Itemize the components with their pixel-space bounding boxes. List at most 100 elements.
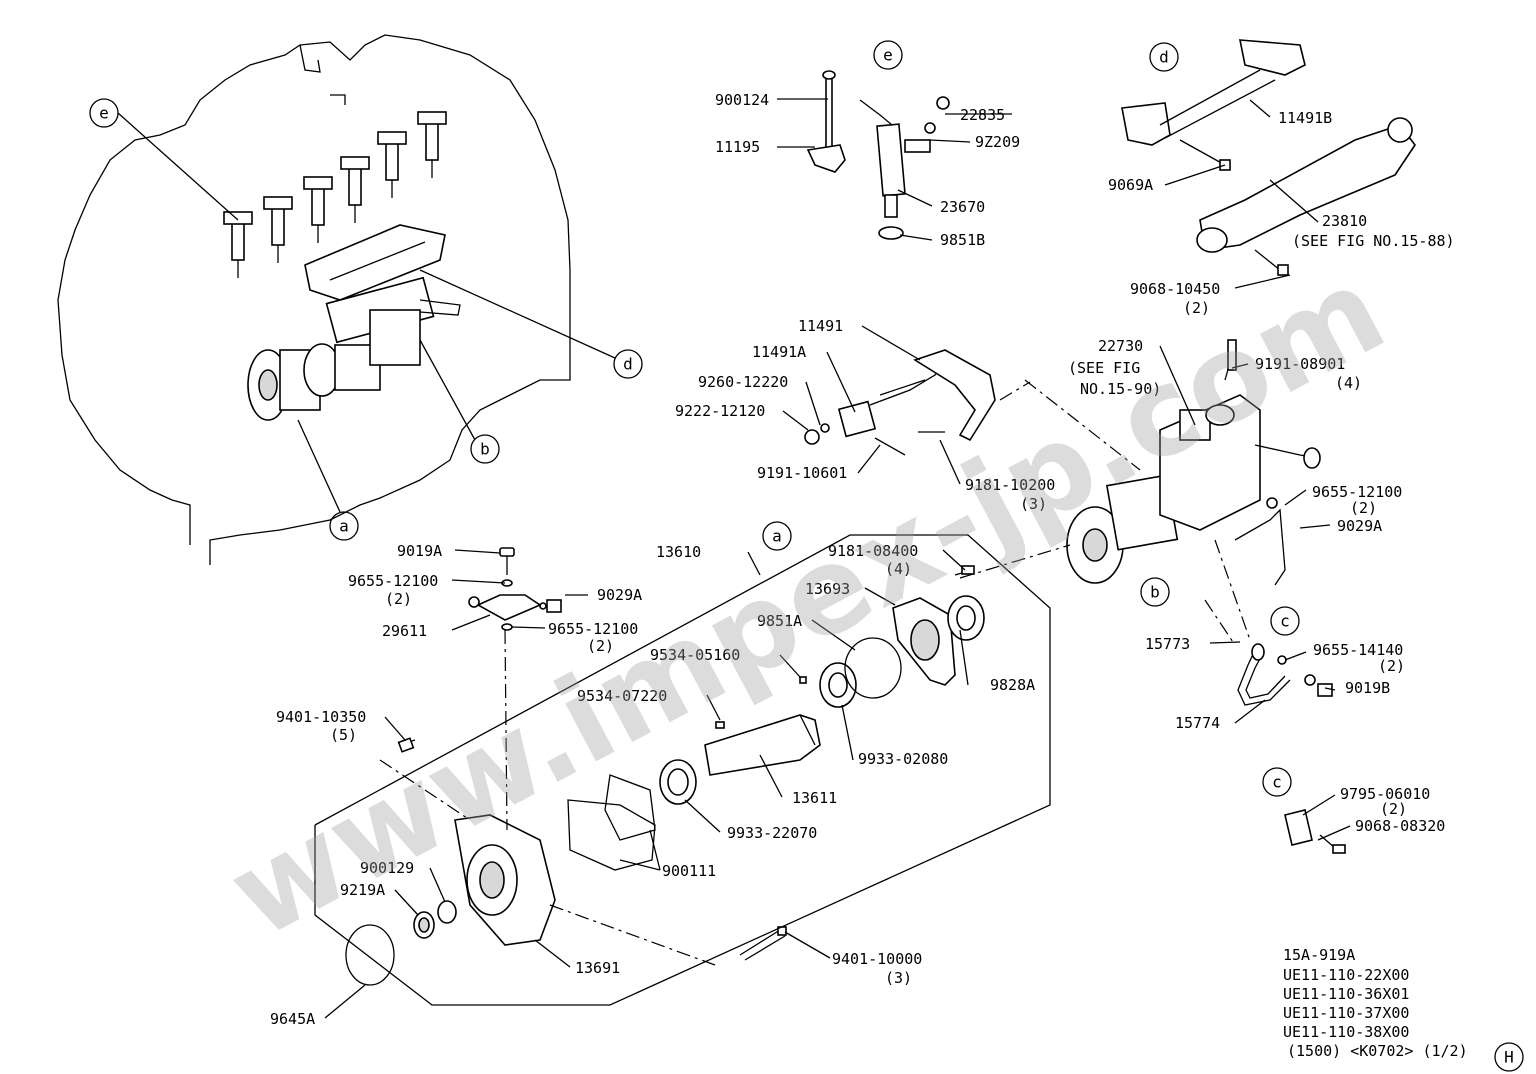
label-22730-ref1: (SEE FIG <box>1068 359 1140 377</box>
detail-e-injector <box>806 70 950 240</box>
label-9029a-right: 9029A <box>1337 517 1382 535</box>
svg-text:b: b <box>480 440 490 459</box>
label-9655-12100-a: 9655-12100 <box>348 572 438 590</box>
label-13611: 13611 <box>792 789 837 807</box>
leader-lines <box>117 98 1351 1019</box>
label-9191-08901: 9191-08901 <box>1255 355 1345 373</box>
label-9401-10000-qty: (3) <box>885 969 912 987</box>
label-900111: 900111 <box>662 862 716 880</box>
label-9069a: 9069A <box>1108 176 1153 194</box>
label-9655-12100-right: 9655-12100 <box>1312 483 1402 501</box>
svg-text:a: a <box>772 527 782 546</box>
svg-text:e: e <box>99 104 109 123</box>
label-22835: 22835 <box>960 106 1005 124</box>
label-9181-08400-qty: (4) <box>885 560 912 578</box>
footer-code: (1500) <K0702> (1/2) <box>1287 1042 1468 1060</box>
label-9181-10200-qty: (3) <box>1020 495 1047 513</box>
injector-row <box>223 111 447 278</box>
label-15773: 15773 <box>1145 635 1190 653</box>
callout-a-main: a <box>329 511 359 541</box>
footer-model-2: UE11-110-36X01 <box>1283 985 1409 1003</box>
callout-c-lower: c <box>1262 767 1292 797</box>
label-9219a: 9219A <box>340 881 385 899</box>
svg-text:e: e <box>883 46 893 65</box>
label-15774: 15774 <box>1175 714 1220 732</box>
label-9655-12100-right-qty: (2) <box>1350 499 1377 517</box>
label-9534-05160: 9534-05160 <box>650 646 740 664</box>
label-11491: 11491 <box>798 317 843 335</box>
label-9534-07220: 9534-07220 <box>577 687 667 705</box>
label-11195: 11195 <box>715 138 760 156</box>
label-9068-08320: 9068-08320 <box>1355 817 1445 835</box>
svg-text:d: d <box>623 355 633 374</box>
callout-a-detail: a <box>762 521 792 551</box>
label-9401-10350: 9401-10350 <box>276 708 366 726</box>
label-13691: 13691 <box>575 959 620 977</box>
callout-c-detail: c <box>1270 606 1300 636</box>
detail-c-clamp <box>1284 809 1346 854</box>
label-9645a: 9645A <box>270 1010 315 1028</box>
svg-text:c: c <box>1272 773 1282 792</box>
assembly-frame <box>314 534 1051 1006</box>
lower-exploded-parts <box>345 547 985 986</box>
label-23670: 23670 <box>940 198 985 216</box>
label-9191-10601: 9191-10601 <box>757 464 847 482</box>
label-9401-10000: 9401-10000 <box>832 950 922 968</box>
label-13693: 13693 <box>805 580 850 598</box>
label-23810: 23810 <box>1322 212 1367 230</box>
label-9019a: 9019A <box>397 542 442 560</box>
label-13610: 13610 <box>656 543 701 561</box>
label-9655-12100-b: 9655-12100 <box>548 620 638 638</box>
label-9933-22070: 9933-22070 <box>727 824 817 842</box>
label-9260-12220: 9260-12220 <box>698 373 788 391</box>
label-9655-14140-qty: (2) <box>1378 657 1405 675</box>
label-9068-10450-qty: (2) <box>1183 299 1210 317</box>
figure-footer: 15A-919A UE11-110-22X00 UE11-110-36X01 U… <box>1283 946 1468 1060</box>
label-9851a: 9851A <box>757 612 802 630</box>
callout-d-main: d <box>613 349 643 379</box>
label-9655-12100-a-qty: (2) <box>385 590 412 608</box>
label-9181-08400: 9181-08400 <box>828 542 918 560</box>
footer-model-1: UE11-110-22X00 <box>1283 966 1409 984</box>
label-9068-10450: 9068-10450 <box>1130 280 1220 298</box>
rail-pump-assembly <box>247 224 461 421</box>
label-900124: 900124 <box>715 91 769 109</box>
callout-e-detail: e <box>873 40 903 70</box>
callout-b-detail: b <box>1140 577 1170 607</box>
label-22730: 22730 <box>1098 337 1143 355</box>
callout-e-main: e <box>89 98 119 128</box>
label-9851b: 9851B <box>940 231 985 249</box>
label-22730-ref2: NO.15-90) <box>1080 380 1161 398</box>
part-labels: 900124 11195 22835 9Z209 23670 9851B 114… <box>270 91 1455 1028</box>
label-9655-12100-b-qty: (2) <box>587 637 614 655</box>
label-23810-ref: (SEE FIG NO.15-88) <box>1292 232 1455 250</box>
label-9795-06010: 9795-06010 <box>1340 785 1430 803</box>
callout-h-corner: H <box>1494 1042 1524 1072</box>
svg-text:b: b <box>1150 583 1160 602</box>
label-9019b: 9019B <box>1345 679 1390 697</box>
label-29611: 29611 <box>382 622 427 640</box>
svg-text:c: c <box>1280 612 1290 631</box>
fuel-pump <box>1066 339 1321 586</box>
engine-outline <box>57 34 571 565</box>
label-9z209: 9Z209 <box>975 133 1020 151</box>
footer-fig-number: 15A-919A <box>1283 946 1355 964</box>
alignment-lines <box>379 379 1251 966</box>
callout-d-detail: d <box>1149 42 1179 72</box>
detail-d-rail <box>1121 39 1416 276</box>
label-11491b: 11491B <box>1278 109 1332 127</box>
label-9655-14140: 9655-14140 <box>1313 641 1403 659</box>
svg-text:a: a <box>339 517 349 536</box>
label-9191-08901-qty: (4) <box>1335 374 1362 392</box>
label-9029a: 9029A <box>597 586 642 604</box>
label-9401-10350-qty: (5) <box>330 726 357 744</box>
label-9828a: 9828A <box>990 676 1035 694</box>
label-900129: 900129 <box>360 859 414 877</box>
svg-text:H: H <box>1504 1048 1514 1067</box>
callout-b-main: b <box>470 434 500 464</box>
svg-text:d: d <box>1159 48 1169 67</box>
label-11491a: 11491A <box>752 343 806 361</box>
label-9222-12120: 9222-12120 <box>675 402 765 420</box>
label-9933-02080: 9933-02080 <box>858 750 948 768</box>
label-9181-10200: 9181-10200 <box>965 476 1055 494</box>
